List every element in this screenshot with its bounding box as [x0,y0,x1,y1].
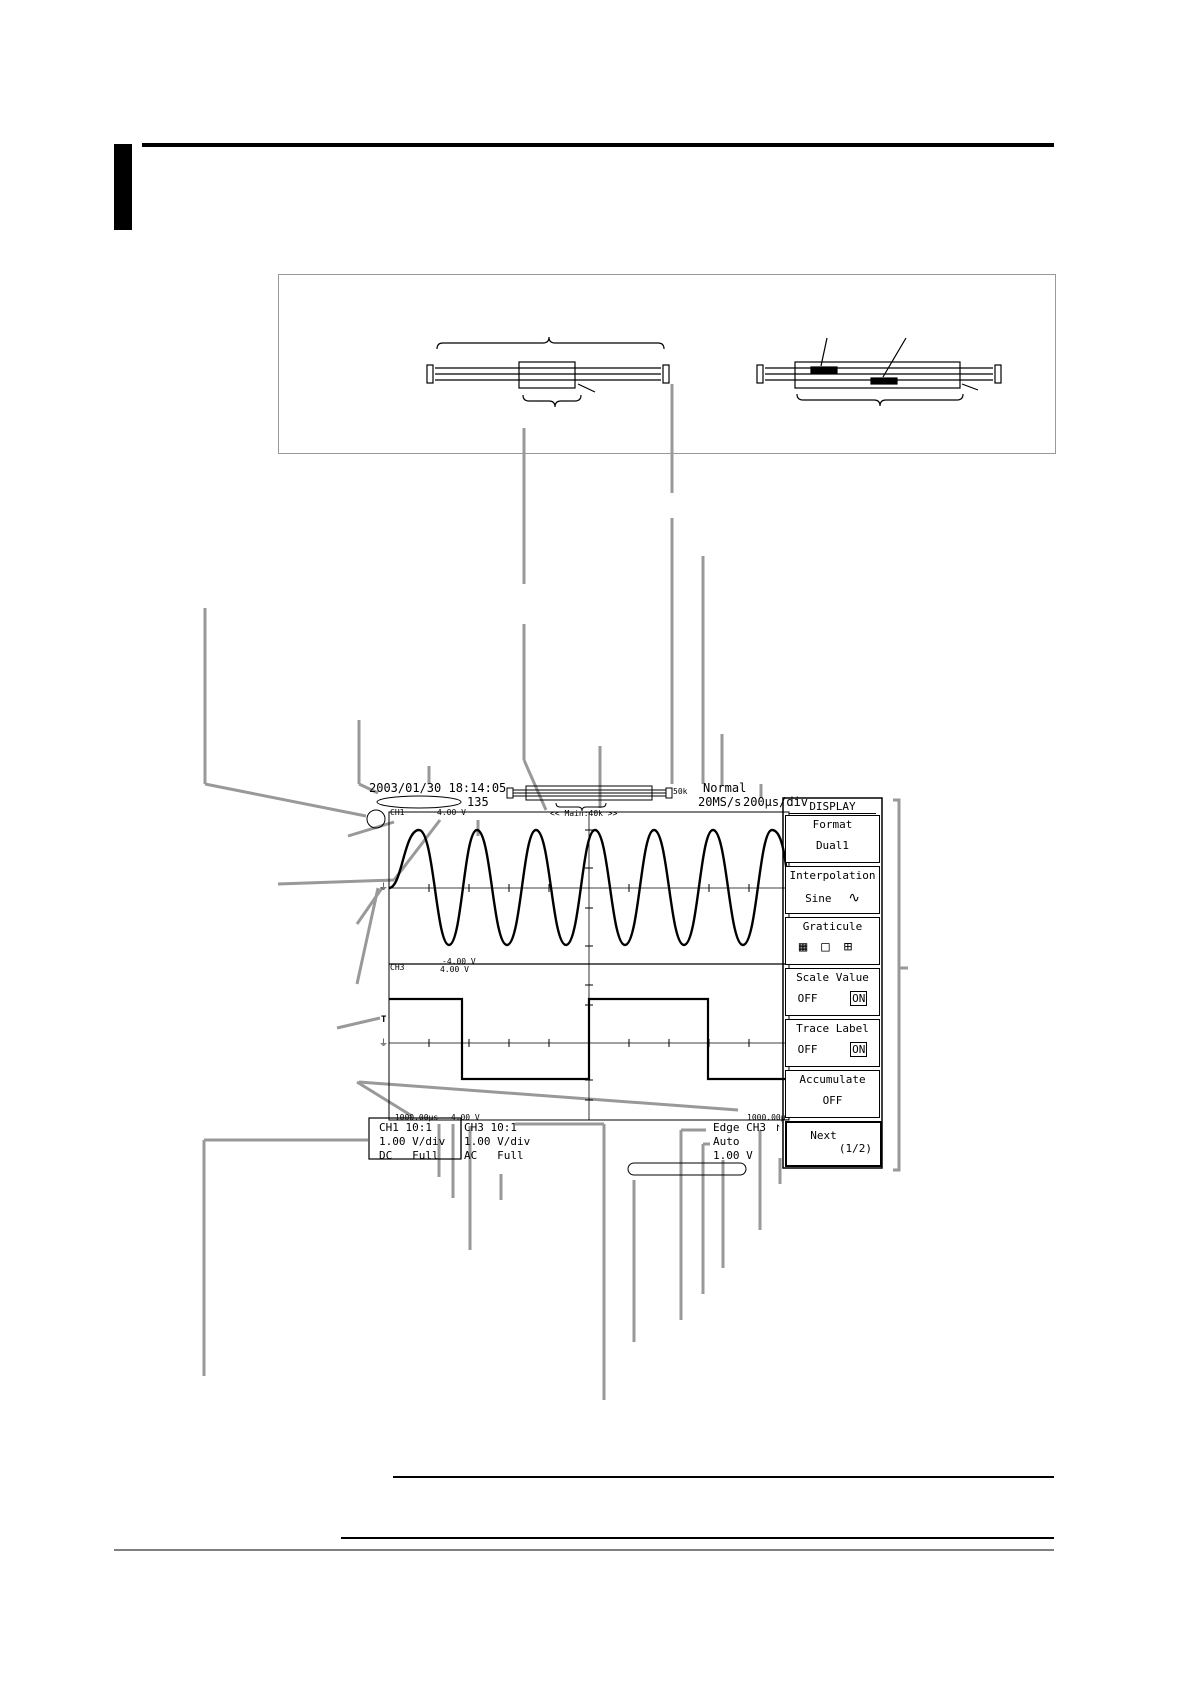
ch3-probe-setting: CH3 10:1 [464,1121,517,1134]
menu-next-button[interactable]: Next (1/2) [785,1121,882,1167]
upper-top-scale: 4.00 V [437,808,466,817]
lower-scale-2: 4.00 V [440,965,469,974]
ch1-vdiv-setting: 1.00 V/div [379,1135,446,1148]
trigger-callout-oval [627,1162,747,1176]
trigger-mode: Normal [703,781,747,795]
upper-trace-label: CH1 [390,808,405,817]
crosshair-graticule-icon[interactable]: ⊞ [843,939,867,955]
rising-edge-slope-icon: ↾ [774,1120,782,1134]
menu-trace-label-title: Trace Label [796,1022,869,1035]
ch3-coupling-setting: AC Full [464,1149,524,1162]
menu-accumulate-value: OFF [822,1094,843,1107]
menu-graticule-title: Graticule [802,920,863,933]
zoom-main-label: << Main:40k >> [550,809,618,818]
ch1-coupling-setting: DC Full [379,1149,439,1162]
sample-rate: 20MS/s [698,795,742,809]
datetime-callout-oval [376,795,462,809]
menu-next-page: (1/2) [838,1142,872,1155]
ch3-vdiv-setting: 1.00 V/div [464,1135,531,1148]
lower-trace-label: CH3 [390,963,405,972]
time-axis-right: 1000.00µs [747,1113,791,1122]
trace-label-off[interactable]: OFF [797,1043,818,1056]
chapter-tab-marker [114,144,132,230]
time-axis-left: -1000.00µs [390,1113,439,1122]
inset-diagram-box [278,274,1056,454]
grid-graticule-icon[interactable]: ▦ [798,939,822,955]
menu-format-title: Format [812,818,853,831]
ch1-sine-waveform [388,828,791,947]
ch1-ground-marker-icon: ⏚ [379,883,389,893]
inset-record-bar-right [756,337,1002,407]
menu-interpolation-value: Sine [805,892,832,905]
acq-count: 135 [467,795,489,809]
menu-interpolation-button[interactable]: Interpolation Sine ∿ [785,866,880,914]
menu-next-label: Next [810,1129,837,1142]
menu-accumulate-button[interactable]: Accumulate OFF [785,1070,880,1118]
scope-screen [388,811,791,1121]
menu-accumulate-title: Accumulate [799,1073,866,1086]
header-rule [142,143,1054,147]
trigger-level-marker: T [381,1015,387,1025]
ch3-ground-marker-icon: ⏚ [379,1039,389,1049]
menu-format-value: Dual1 [815,839,850,852]
menu-scale-value-title: Scale Value [796,971,869,984]
ch3-square-waveform [389,997,789,1081]
acq-datetime: 2003/01/30 18:14:05 [369,781,507,795]
menu-trace-label-button[interactable]: Trace Label OFF ON [785,1019,880,1067]
record-length: 50k [673,787,688,796]
trigger-type-source: Edge CH3 [713,1121,766,1134]
inset-record-bar-left [426,336,670,408]
trigger-mode-setting: Auto [713,1135,740,1148]
scale-value-off[interactable]: OFF [797,992,818,1005]
header-zoom-bar [506,785,673,812]
graticule-options: ▦□⊞ [786,939,879,955]
ch1-callout-circle [366,809,386,829]
frame-graticule-icon[interactable]: □ [821,939,844,955]
trigger-level-setting: 1.00 V [713,1149,753,1162]
time-per-div: 200µs/div [743,795,809,809]
menu-graticule-button[interactable]: Graticule ▦□⊞ [785,917,880,965]
scale-value-on[interactable]: ON [850,991,868,1006]
menu-interpolation-title: Interpolation [789,869,876,882]
menu-trace-label-options: OFF ON [786,1042,879,1057]
menu-scale-value-button[interactable]: Scale Value OFF ON [785,968,880,1016]
menu-interpolation-value-row: Sine ∿ [786,890,879,906]
menu-format-button[interactable]: Format Dual1 [785,815,880,863]
leader-lines [202,384,908,1400]
softkey-menu-frame [782,797,883,1169]
lower-scale-1: -4.00 V [442,957,476,966]
trace-label-on[interactable]: ON [850,1042,868,1057]
sine-wave-icon: ∿ [848,890,860,906]
lower-bottom-scale: -4.00 V [446,1113,480,1122]
menu-scale-value-options: OFF ON [786,991,879,1006]
menu-title: DISPLAY [789,800,876,814]
ch1-probe-setting: CH1 10:1 [379,1121,432,1134]
